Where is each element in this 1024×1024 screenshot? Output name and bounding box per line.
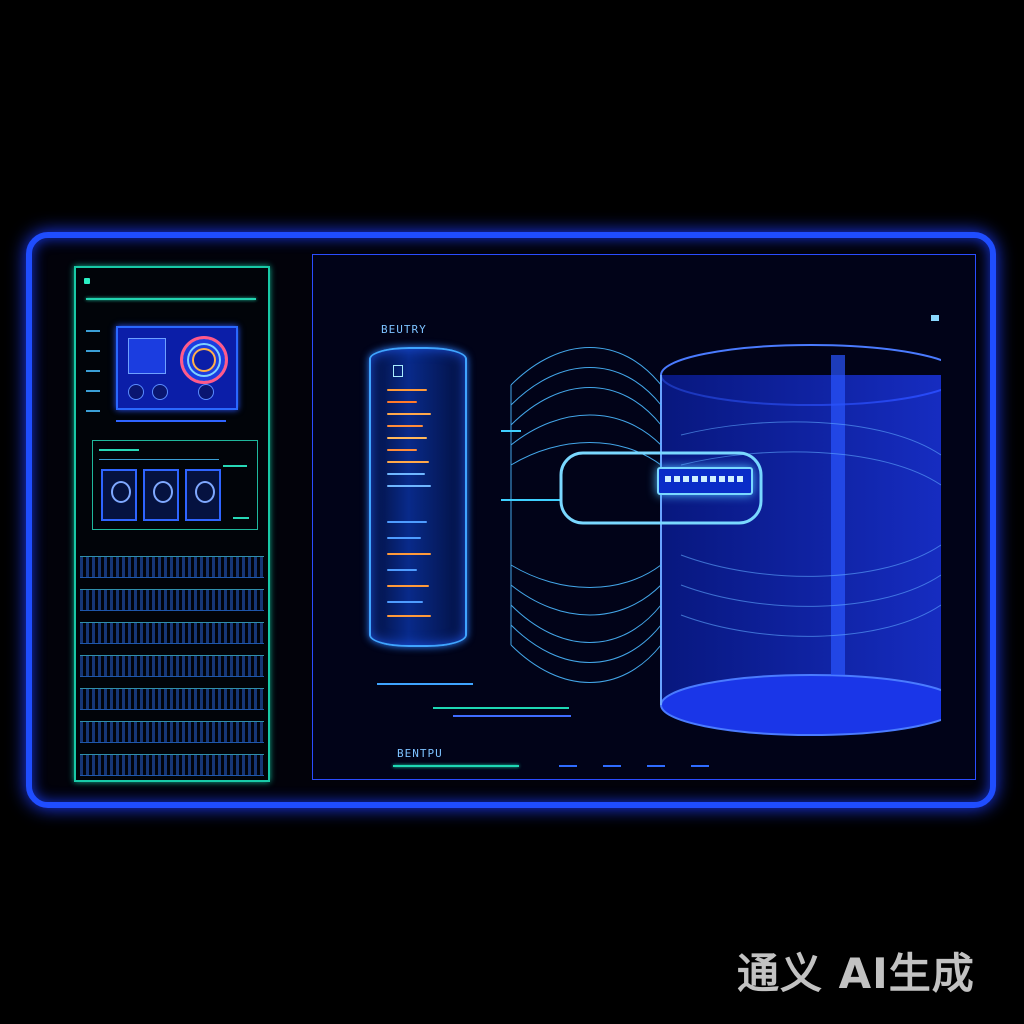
status-bar (377, 683, 473, 693)
rack-row[interactable] (80, 721, 264, 743)
cylinder-line (387, 413, 431, 415)
indicator-dot (152, 384, 168, 400)
preview-card[interactable] (116, 326, 238, 410)
cylinder-line (387, 437, 427, 439)
preview-underline (116, 420, 226, 422)
indicator-dot (198, 384, 214, 400)
left-sidebar-panel (74, 266, 270, 782)
sidebar-progress-bar (86, 298, 256, 300)
thumbnail-figure-icon[interactable] (143, 469, 179, 521)
status-bar (433, 707, 569, 717)
thumb-strip-bar (99, 459, 219, 460)
cylinder-line (387, 521, 427, 523)
sidebar-item[interactable] (86, 350, 100, 352)
thumb-strip-bar (99, 449, 139, 451)
spiral-graphic-icon (180, 336, 228, 384)
thumbnail-figure-icon[interactable] (101, 469, 137, 521)
storage-cylinder-icon (369, 347, 467, 647)
cylinder-line (387, 449, 417, 451)
cylinder-line (387, 485, 431, 487)
cylinder-line (387, 389, 427, 391)
cylinder-line (387, 461, 429, 463)
cylinder-line (387, 401, 417, 403)
sidebar-item[interactable] (86, 410, 100, 412)
rack-row[interactable] (80, 688, 264, 710)
footer-progress-bar (393, 765, 519, 767)
thumbnail-orb-icon[interactable] (185, 469, 221, 521)
cylinder-line (387, 569, 417, 571)
rack-row[interactable] (80, 655, 264, 677)
footer-label: BENTPU (397, 747, 443, 760)
main-heading: BEUTRY (381, 323, 427, 336)
rack-row[interactable] (80, 556, 264, 578)
cylinder-line (387, 585, 429, 587)
cylinder-line (387, 425, 423, 427)
sidebar-item[interactable] (86, 370, 100, 372)
footer-dash (647, 765, 665, 767)
footer-dash (603, 765, 621, 767)
thumbnail-strip (92, 440, 258, 530)
footer-dash (691, 765, 709, 767)
watermark-text: 通义 AI生成 (737, 949, 975, 998)
cylinder-line (387, 537, 421, 539)
cylinder-line (387, 601, 423, 603)
indicator-dot (128, 384, 144, 400)
sidebar-item[interactable] (86, 390, 100, 392)
rack-row-list (80, 556, 264, 787)
status-bar (453, 715, 571, 725)
cylinder-line (387, 553, 431, 555)
cylinder-line (387, 473, 425, 475)
cylinder-line (387, 615, 431, 617)
sidebar-item[interactable] (86, 330, 100, 332)
hub-control-button[interactable] (657, 467, 753, 495)
machine-icon (128, 338, 166, 374)
app-logo-icon (84, 278, 90, 284)
rack-row[interactable] (80, 622, 264, 644)
rack-row[interactable] (80, 589, 264, 611)
server-cylinder-hologram-icon (501, 315, 941, 736)
main-visualization-panel: BEUTRY (312, 254, 976, 780)
thumb-strip-bar (223, 465, 247, 467)
cylinder-indicator (393, 365, 403, 377)
rack-row[interactable] (80, 754, 264, 776)
footer-dash (559, 765, 577, 767)
thumb-strip-bar (233, 517, 249, 519)
